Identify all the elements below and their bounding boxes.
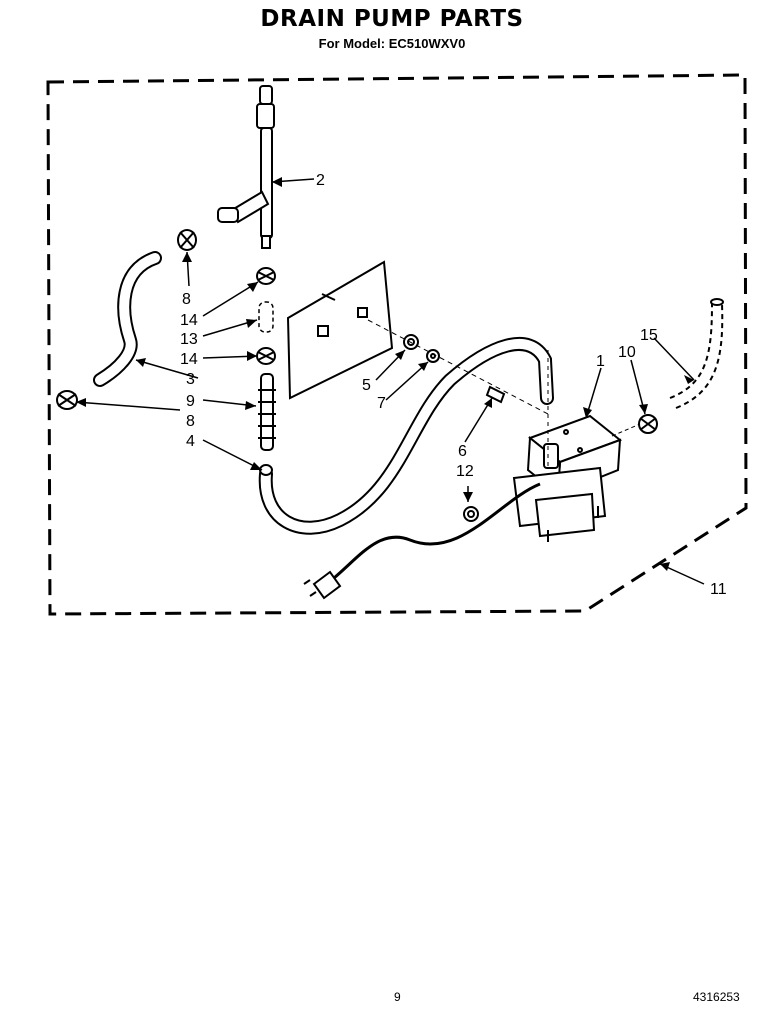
part-7-washer: [426, 349, 440, 363]
callout-14-lower: 14: [180, 351, 198, 368]
assembly-boundary-outline: [46, 73, 748, 616]
document-number: 4316253: [693, 990, 740, 1004]
callout-3: 3: [186, 371, 195, 388]
callout-6: 6: [458, 443, 467, 460]
part-6-screw: [485, 385, 506, 404]
callout-5: 5: [362, 377, 371, 394]
callout-labels: 2 8 14 13 14 3 9 8 4 5 7 6 12 1 10 15 11: [180, 172, 727, 598]
mounting-alignment-line: [367, 319, 549, 415]
callout-arrowheads: [76, 177, 694, 571]
part-14-clamp-top: [256, 267, 276, 285]
callout-10: 10: [618, 344, 636, 361]
callout-8-upper: 8: [182, 291, 191, 308]
callout-1: 1: [596, 353, 605, 370]
part-8-clamp-upper: [177, 229, 197, 251]
part-15-outlet-hose: [675, 303, 724, 409]
page-title: DRAIN PUMP PARTS: [260, 6, 524, 32]
power-cord: [333, 482, 541, 580]
part-1-drain-pump: [512, 414, 623, 542]
part-13-coupling: [258, 301, 274, 333]
callout-11: 12: [456, 463, 474, 480]
callout-7: 7: [377, 395, 386, 412]
callout-13: 13: [180, 331, 198, 348]
power-plug: [303, 570, 342, 600]
callout-8-lower: 8: [186, 413, 195, 430]
page-number: 9: [394, 990, 401, 1004]
model-subtitle: For Model: EC510WXV0: [318, 36, 466, 51]
callout-2: 2: [316, 172, 325, 189]
callout-12: 11: [710, 581, 727, 598]
callout-15: 15: [640, 327, 658, 344]
callout-leader-lines: [75, 178, 705, 585]
callout-9: 9: [186, 393, 195, 410]
part-9-barbed-adapter: [258, 373, 276, 451]
mounting-bracket-plate: [286, 260, 394, 400]
callout-4: 4: [186, 433, 195, 450]
part-2-tee-tube: [217, 85, 275, 249]
part-14-clamp-bottom: [256, 347, 276, 365]
part-10-clamp: [638, 414, 658, 434]
part-11-grommet: [463, 506, 479, 522]
callout-14-upper: 14: [180, 312, 198, 329]
part-8-clamp-lower: [56, 390, 78, 410]
